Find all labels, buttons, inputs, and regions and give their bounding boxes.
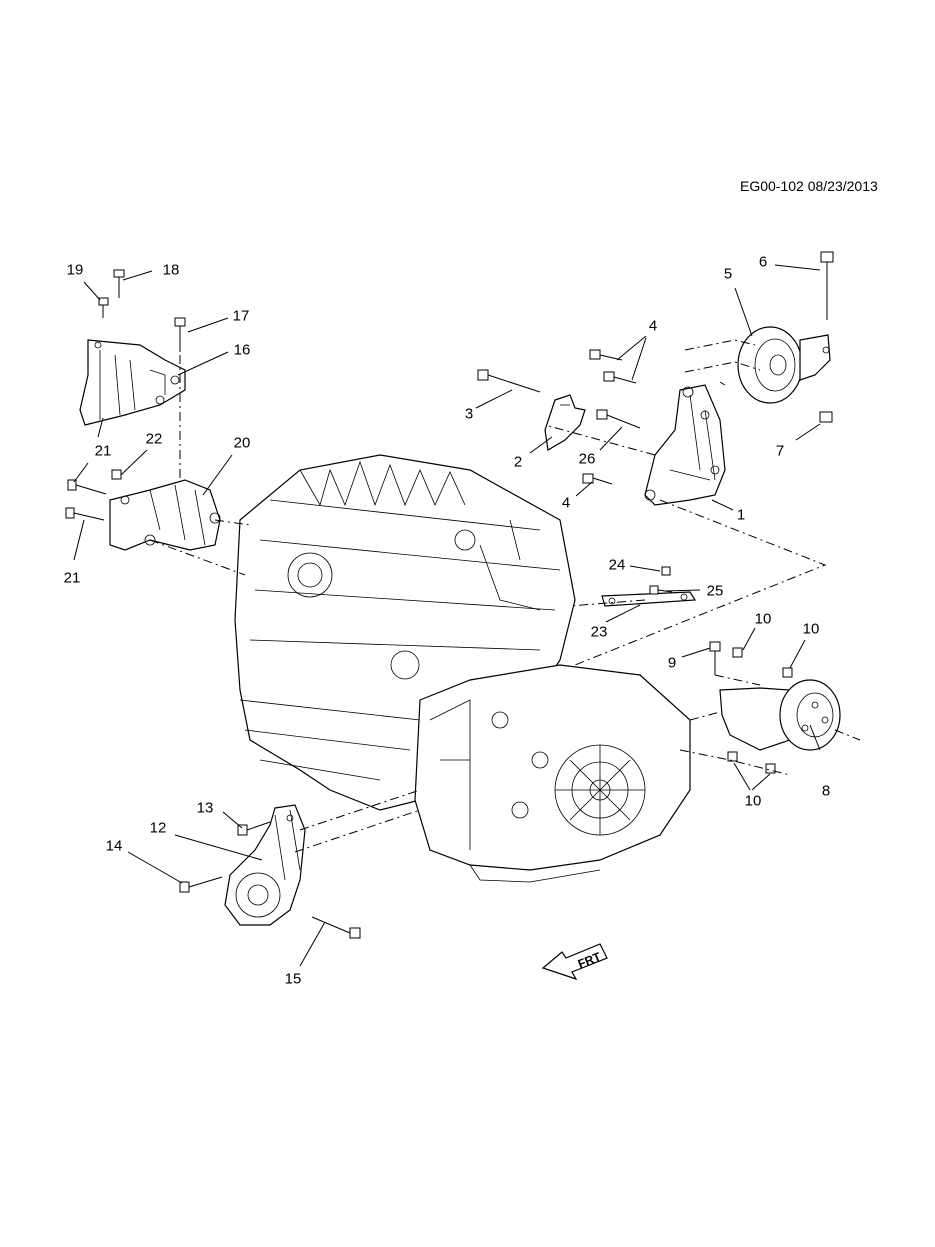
callout-3: 3: [464, 405, 474, 423]
callout-23: 23: [590, 623, 608, 641]
callout-10-c: 10: [744, 792, 762, 810]
bolts: [65, 251, 834, 939]
callout-22: 22: [145, 430, 163, 448]
callout-19: 19: [66, 261, 84, 279]
callout-26: 26: [578, 450, 596, 468]
callout-10-b: 10: [802, 620, 820, 638]
assembly-lines: [149, 339, 861, 853]
mount-5: [737, 326, 831, 404]
callout-16: 16: [233, 341, 251, 359]
callout-25: 25: [706, 582, 724, 600]
shield-2: [544, 394, 586, 451]
callout-6: 6: [758, 253, 768, 271]
leader-lines: [73, 264, 821, 967]
callout-4-lower: 4: [561, 494, 571, 512]
callout-14: 14: [105, 837, 123, 855]
transmission-assembly: [414, 664, 691, 883]
callout-8: 8: [821, 782, 831, 800]
bracket-1: [644, 384, 726, 506]
mount-16: [79, 339, 186, 426]
callout-17: 17: [232, 307, 250, 325]
bracket-20: [109, 479, 221, 551]
callout-5: 5: [723, 265, 733, 283]
diagram-reference: EG00-102 08/23/2013: [740, 178, 878, 194]
callout-21-lower: 21: [63, 569, 81, 587]
callout-24: 24: [608, 556, 626, 574]
callout-20: 20: [233, 434, 251, 452]
callout-7: 7: [775, 442, 785, 460]
mount-8: [719, 679, 841, 751]
mount-12: [224, 804, 306, 926]
callout-2: 2: [513, 453, 523, 471]
callout-12: 12: [149, 819, 167, 837]
callout-4-upper: 4: [648, 317, 658, 335]
brace-23: [601, 591, 697, 607]
callout-9: 9: [667, 654, 677, 672]
front-direction-arrow: FRT: [541, 943, 608, 981]
callout-15: 15: [284, 970, 302, 988]
callout-18: 18: [162, 261, 180, 279]
callout-13: 13: [196, 799, 214, 817]
callout-1: 1: [736, 506, 746, 524]
callout-10-a: 10: [754, 610, 772, 628]
callout-21-upper: 21: [94, 442, 112, 460]
engine-assembly: [234, 454, 576, 811]
